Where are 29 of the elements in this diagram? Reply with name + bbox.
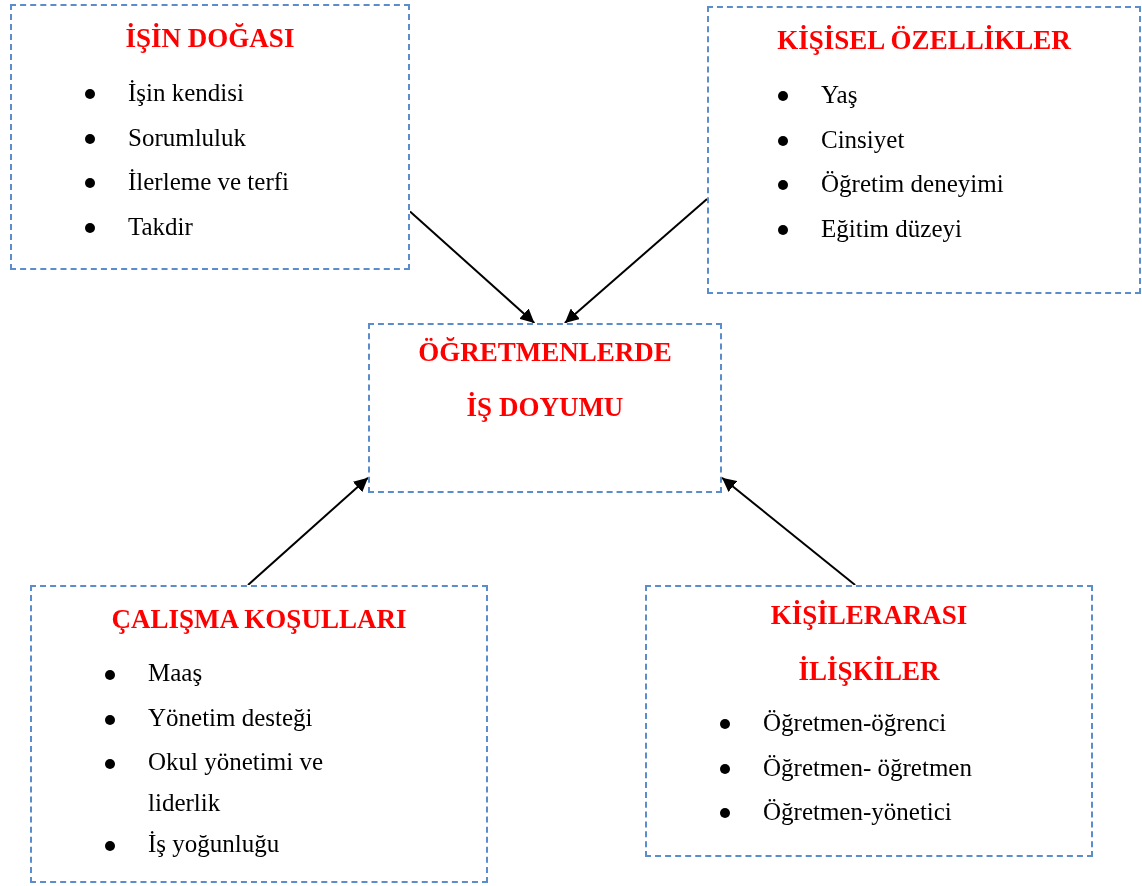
dashed-box — [30, 585, 488, 883]
list-item: Takdir — [128, 211, 193, 242]
box-heading: ÖĞRETMENLERDE İŞ DOYUMU — [417, 336, 673, 424]
box-heading: KİŞİLERARASI İLİŞKİLER — [769, 599, 969, 688]
box-heading: İŞİN DOĞASI — [124, 22, 296, 55]
list-item: Sorumluluk — [128, 122, 247, 153]
list-item: İlerleme ve terfi — [128, 167, 289, 197]
dashed-box — [645, 585, 1093, 857]
arrow — [247, 476, 369, 586]
dashed-box — [368, 323, 722, 493]
list-item: Eğitim düzeyi — [821, 213, 962, 244]
arrow — [721, 476, 857, 586]
list-item: Cinsiyet — [821, 124, 905, 155]
dashed-box — [707, 6, 1141, 294]
box-heading: KİŞİSEL ÖZELLİKLER — [776, 24, 1072, 57]
list-item: Öğretim deneyimi — [821, 169, 1004, 199]
list-item: Öğretmen- öğretmen — [763, 752, 972, 783]
list-item: İş yoğunluğu — [148, 829, 280, 859]
list-item: Maaş — [148, 658, 203, 688]
list-item: Okul yönetimi ve liderlik — [148, 747, 324, 818]
list-item: Yaş — [821, 80, 858, 110]
list-item: Yönetim desteği — [148, 702, 313, 733]
list-item: Öğretmen-öğrenci — [763, 708, 947, 738]
arrow — [409, 210, 536, 324]
list-item: Öğretmen-yönetici — [763, 797, 952, 827]
list-item: İşin kendisi — [128, 78, 244, 108]
box-heading: ÇALIŞMA KOŞULLARI — [110, 603, 408, 636]
dashed-box — [10, 4, 410, 270]
arrow — [563, 197, 708, 324]
